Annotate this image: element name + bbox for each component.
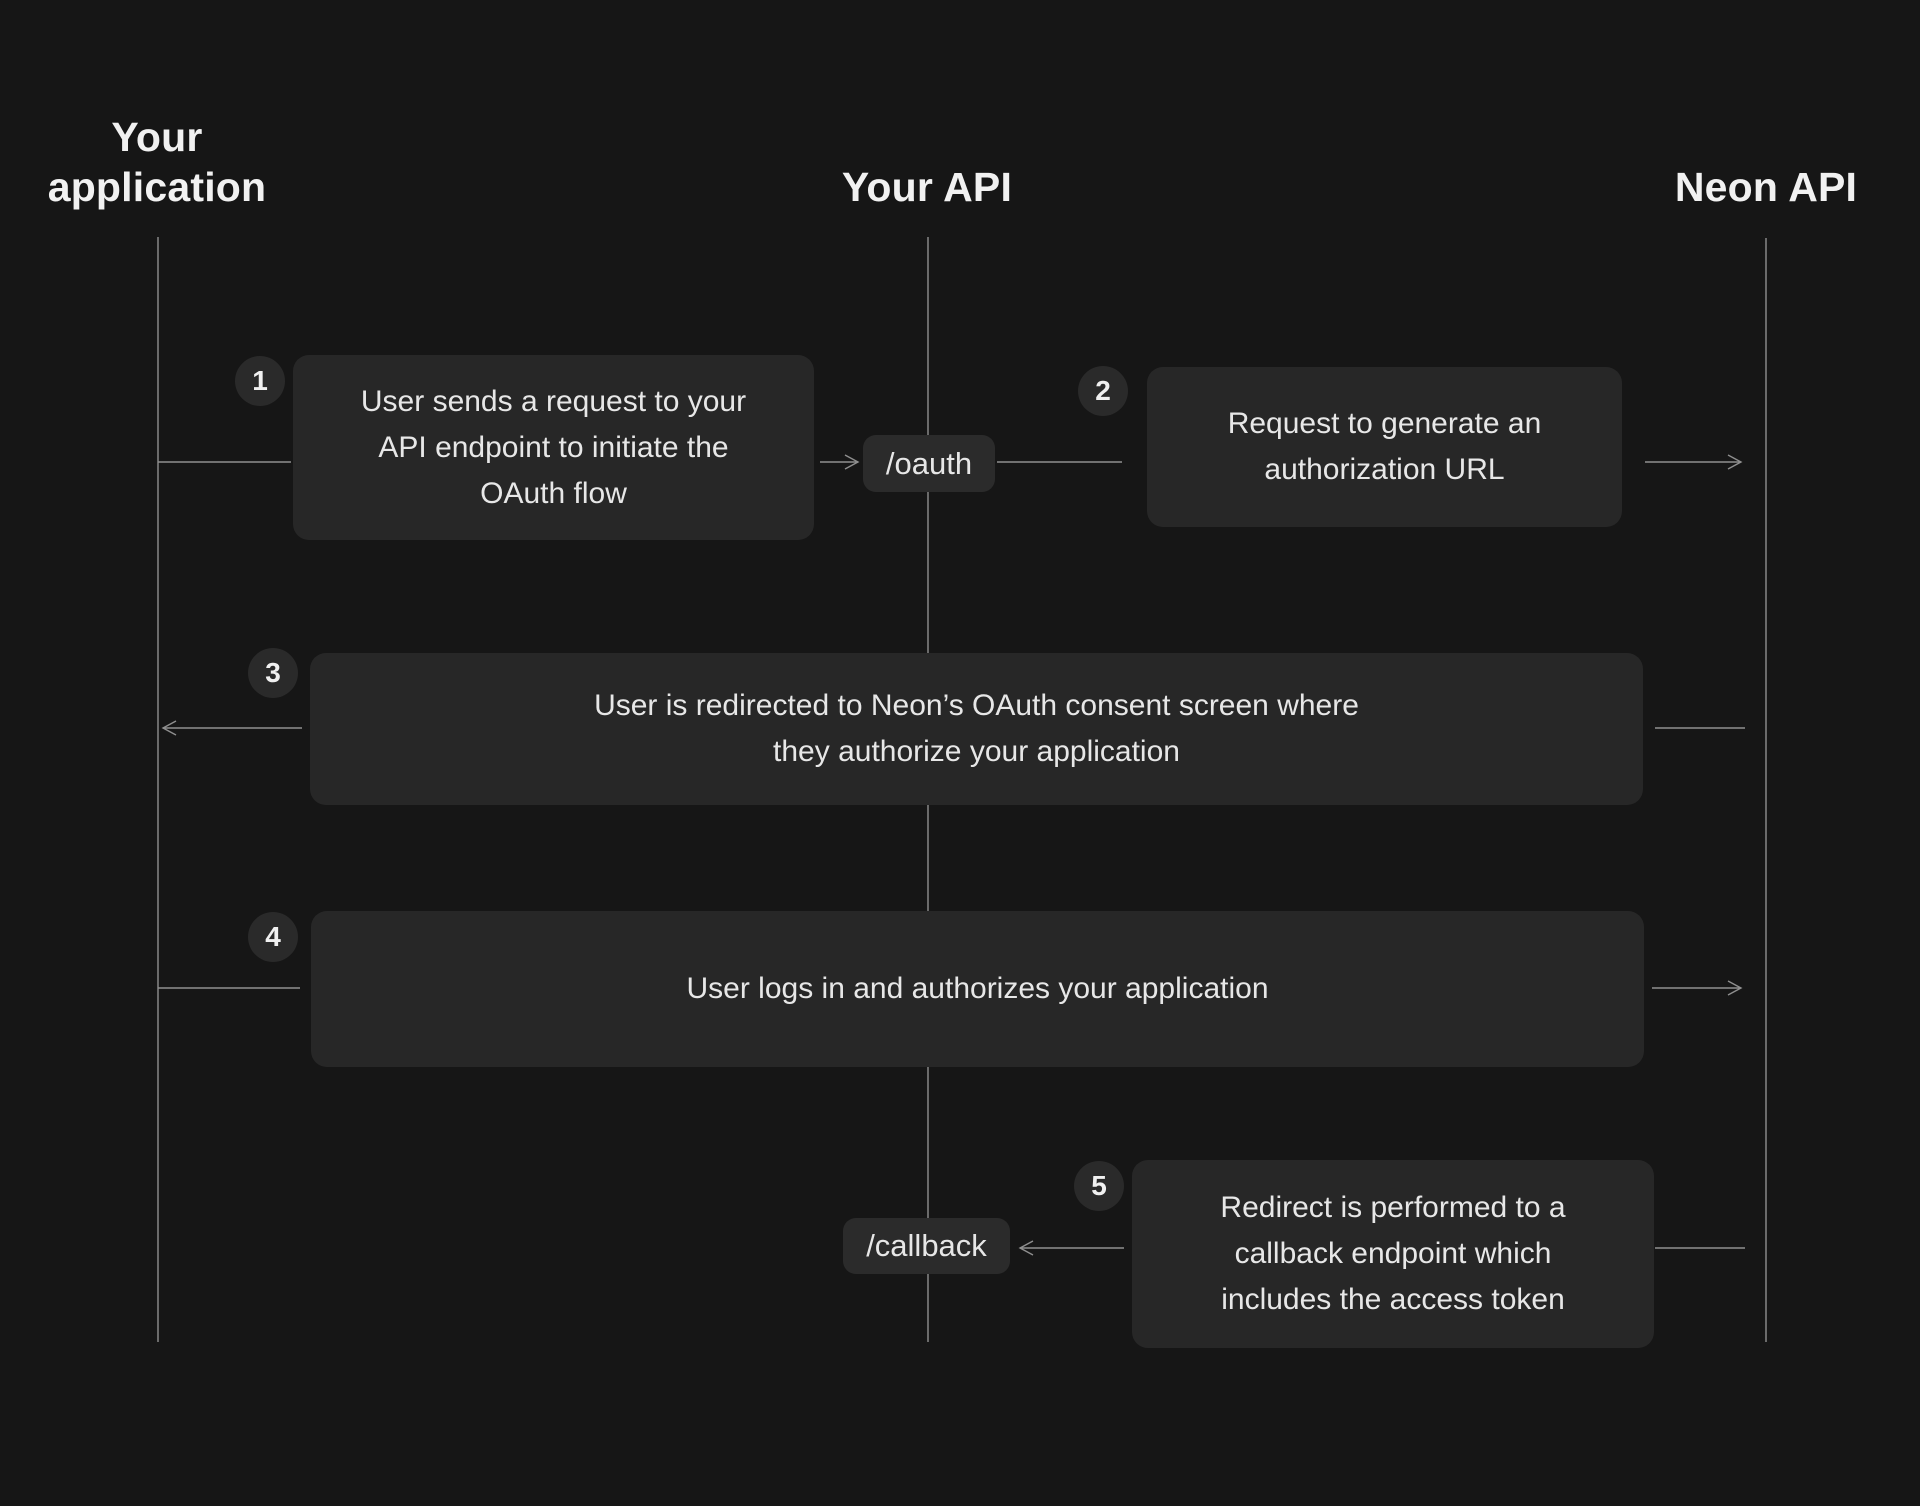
message-line: User is redirected to Neon’s OAuth conse… — [594, 689, 1359, 722]
actor-your-application-label: Your application — [7, 112, 307, 212]
step-2-message-box: Request to generate an authorization URL — [1147, 367, 1622, 527]
step-1-message-box: User sends a request to your API endpoin… — [293, 355, 814, 540]
step-3-connector — [161, 720, 1745, 736]
step-2-connector — [1645, 454, 1743, 470]
message-line: they authorize your application — [773, 735, 1180, 768]
step-4-connector — [158, 980, 1743, 996]
arrowhead-right-icon — [1727, 980, 1743, 996]
actor-label-line: Your API — [841, 164, 1013, 210]
actor-your-api-label: Your API — [777, 162, 1077, 212]
endpoint-callback-pill: /callback — [843, 1218, 1010, 1274]
message-line: includes the access token — [1221, 1283, 1565, 1316]
message-line: authorization URL — [1264, 453, 1505, 486]
step-5-connector — [1018, 1240, 1745, 1256]
step-5-badge: 5 — [1074, 1161, 1124, 1211]
step-1-badge: 1 — [235, 356, 285, 406]
message-line: OAuth flow — [480, 476, 627, 510]
arrowhead-left-icon — [1018, 1240, 1034, 1256]
arrowhead-left-icon — [161, 720, 177, 736]
message-line: Redirect is performed to a — [1220, 1191, 1566, 1224]
message-line: callback endpoint which — [1234, 1237, 1552, 1270]
message-line: User sends a request to your — [360, 384, 747, 418]
endpoint-oauth-pill: /oauth — [863, 435, 995, 492]
actor-label-line: Neon API — [1674, 164, 1858, 210]
actor-label-line: application — [47, 164, 267, 210]
step-2-badge: 2 — [1078, 366, 1128, 416]
step-3-badge: 3 — [248, 648, 298, 698]
message-line: Request to generate an — [1227, 407, 1542, 440]
step-5-message-box: Redirect is performed to a callback endp… — [1132, 1160, 1654, 1348]
step-1-connector — [158, 454, 1122, 470]
arrowhead-right-icon — [1727, 454, 1743, 470]
message-line: User logs in and authorizes your applica… — [686, 972, 1269, 1005]
step-4-badge: 4 — [248, 912, 298, 962]
step-4-message-box: User logs in and authorizes your applica… — [311, 911, 1644, 1067]
message-line: API endpoint to initiate the — [378, 430, 729, 464]
step-3-message-box: User is redirected to Neon’s OAuth conse… — [310, 653, 1643, 805]
actor-label-line: Your — [111, 114, 203, 160]
actor-neon-api-label: Neon API — [1616, 162, 1916, 212]
arrowhead-right-icon — [844, 454, 860, 470]
